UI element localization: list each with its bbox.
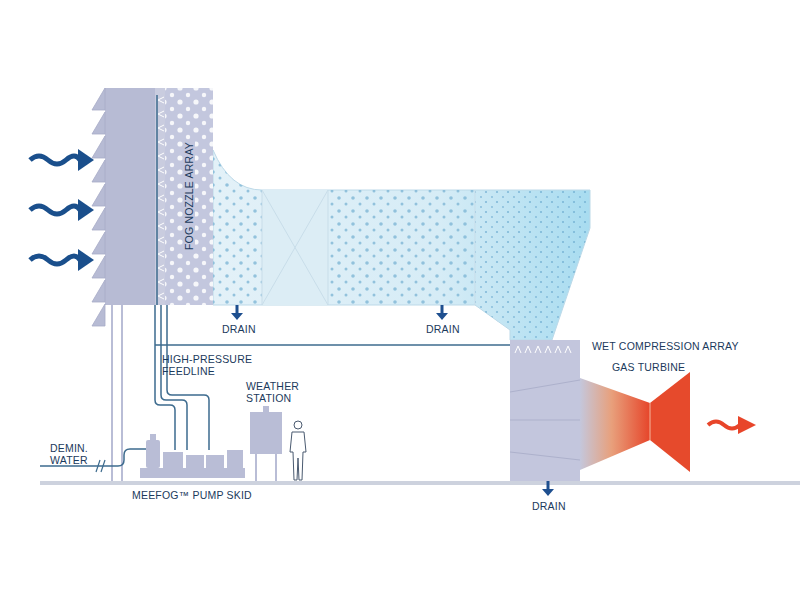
support-legs bbox=[112, 305, 122, 481]
fog-nozzle-panel bbox=[165, 88, 213, 305]
fog-nozzles bbox=[158, 97, 164, 299]
compressor-inlet bbox=[510, 340, 580, 481]
person bbox=[290, 421, 306, 480]
filter-house bbox=[105, 88, 155, 305]
filter-section bbox=[262, 190, 328, 305]
break-marks bbox=[96, 460, 105, 472]
turbine-exhaust bbox=[650, 372, 690, 472]
inlet-vanes bbox=[510, 380, 580, 460]
fog-droplets bbox=[165, 88, 213, 305]
turbine-joint bbox=[650, 403, 651, 440]
part-label: WEATHER STATION bbox=[246, 380, 308, 404]
part-label: HIGH-PRESSURE FEEDLINE bbox=[162, 353, 282, 377]
part-label: DRAIN bbox=[426, 323, 460, 335]
high-pressure-feedline bbox=[155, 305, 510, 450]
panel-label: FOG NOZZLE ARRAY bbox=[183, 140, 195, 252]
part-label: DRAIN bbox=[222, 323, 256, 335]
duct-sections bbox=[262, 190, 475, 305]
wet-compression-nozzles bbox=[515, 346, 571, 353]
droplets bbox=[213, 150, 475, 305]
ground bbox=[40, 481, 800, 485]
part-label: GAS TURBINE bbox=[612, 361, 685, 373]
pump-skid bbox=[140, 434, 245, 478]
louvers bbox=[92, 88, 105, 326]
exhaust-arrow bbox=[708, 422, 740, 429]
drain-arrows bbox=[231, 305, 554, 496]
part-label: DRAIN bbox=[532, 500, 566, 512]
nozzle-manifold bbox=[155, 88, 165, 305]
exhaust-arrowhead bbox=[738, 416, 756, 434]
part-label: WET COMPRESSION ARRAY bbox=[592, 340, 739, 352]
nozzle-line bbox=[156, 95, 158, 305]
part-label: DEMIN. WATER bbox=[50, 442, 98, 466]
weather-station bbox=[250, 406, 282, 481]
inlet-duct bbox=[213, 150, 590, 340]
fine-droplets bbox=[475, 190, 590, 340]
air-inlet-arrows bbox=[30, 149, 94, 271]
turbine-compressor bbox=[580, 378, 650, 470]
part-label: MEEFOG™ PUMP SKID bbox=[132, 489, 252, 501]
